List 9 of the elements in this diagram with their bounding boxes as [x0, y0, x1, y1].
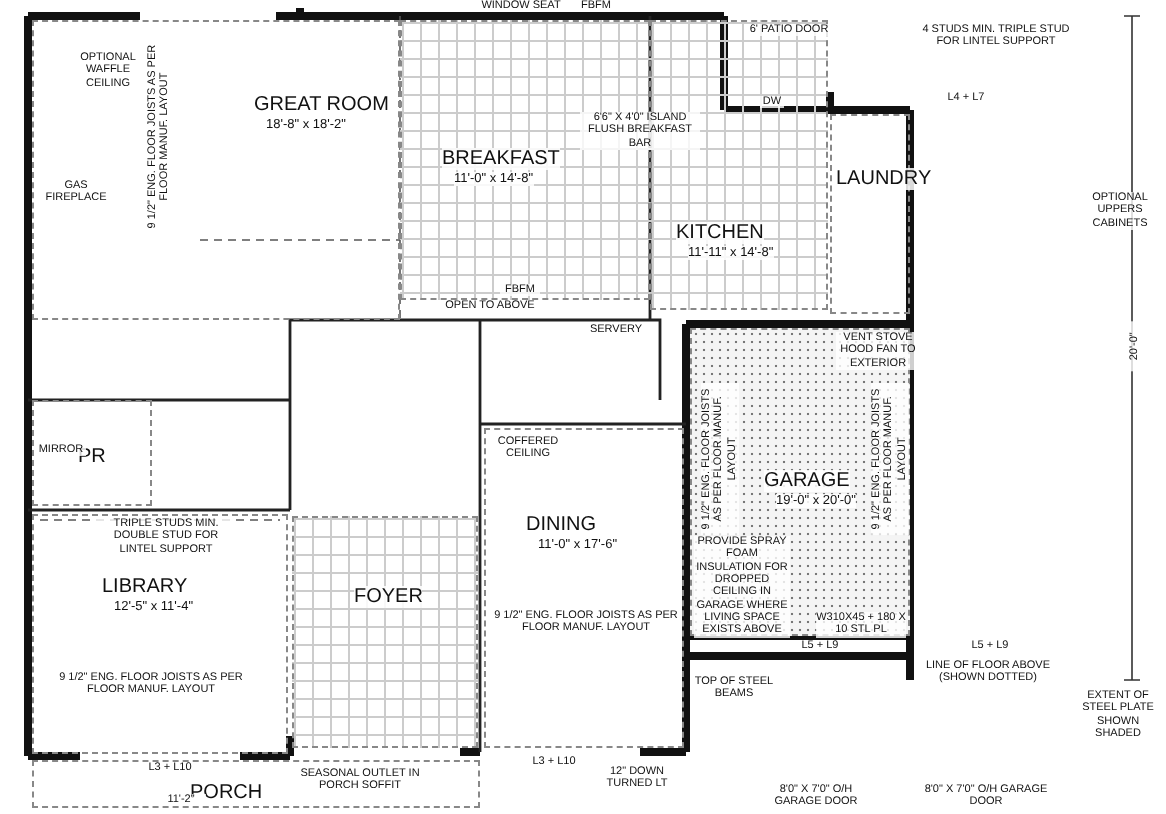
room-name: LAUNDRY [836, 168, 932, 190]
room-name: KITCHEN [676, 222, 764, 244]
room-name: FOYER [354, 586, 423, 608]
room-name: LIBRARY [102, 576, 188, 598]
room-outline [292, 516, 478, 748]
room-name: GARAGE [764, 470, 850, 492]
room-name: BREAKFAST [442, 148, 560, 170]
room-name: GREAT ROOM [254, 94, 389, 116]
room-name: DINING [526, 514, 596, 536]
